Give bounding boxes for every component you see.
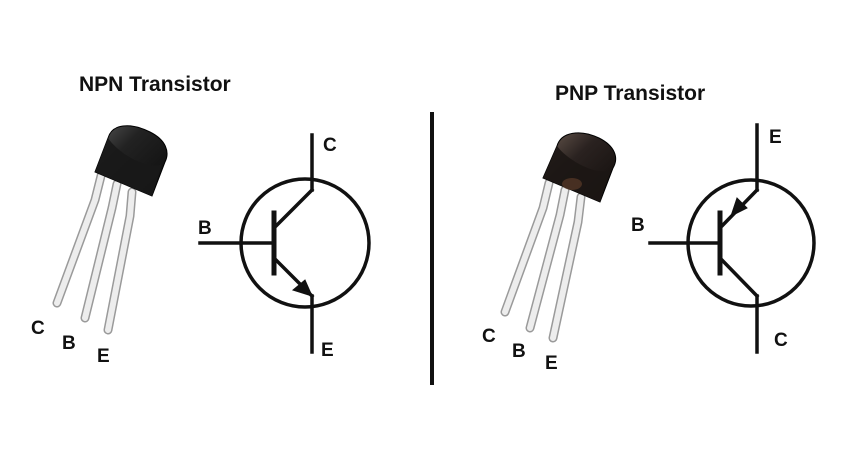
- pnp-lead-e: [548, 192, 586, 343]
- npn-lead-e: [103, 187, 137, 335]
- pnp-symbol-label-b: B: [631, 215, 645, 236]
- pnp-package: [500, 132, 617, 343]
- pnp-lead-b: [525, 185, 570, 333]
- npn-package-label-c: C: [31, 318, 45, 339]
- npn-package-label-b: B: [62, 333, 76, 354]
- pnp-collector-branch: [717, 255, 760, 299]
- npn-package-label-e: E: [97, 346, 110, 367]
- pnp-package-label-b: B: [512, 341, 526, 362]
- npn-symbol-label-b: B: [198, 218, 212, 239]
- pnp-emitter-arrow: [730, 197, 748, 217]
- pnp-title: PNP Transistor: [555, 82, 706, 105]
- pnp-symbol: [648, 123, 816, 354]
- pnp-package-label-c: C: [482, 326, 496, 347]
- npn-symbol-label-c: C: [323, 135, 337, 156]
- npn-symbol: [198, 133, 371, 354]
- npn-lead-c: [52, 171, 106, 308]
- pnp-symbol-label-e: E: [769, 127, 782, 148]
- npn-collector-branch: [271, 187, 315, 231]
- npn-symbol-label-e: E: [321, 340, 334, 361]
- npn-lead-b: [80, 179, 122, 323]
- pnp-package-label-e: E: [545, 353, 558, 374]
- npn-title: NPN Transistor: [79, 73, 231, 96]
- npn-package: [52, 125, 168, 335]
- npn-emitter-arrow: [291, 279, 313, 297]
- pnp-lead-c: [500, 178, 554, 317]
- pnp-symbol-label-c: C: [774, 330, 788, 351]
